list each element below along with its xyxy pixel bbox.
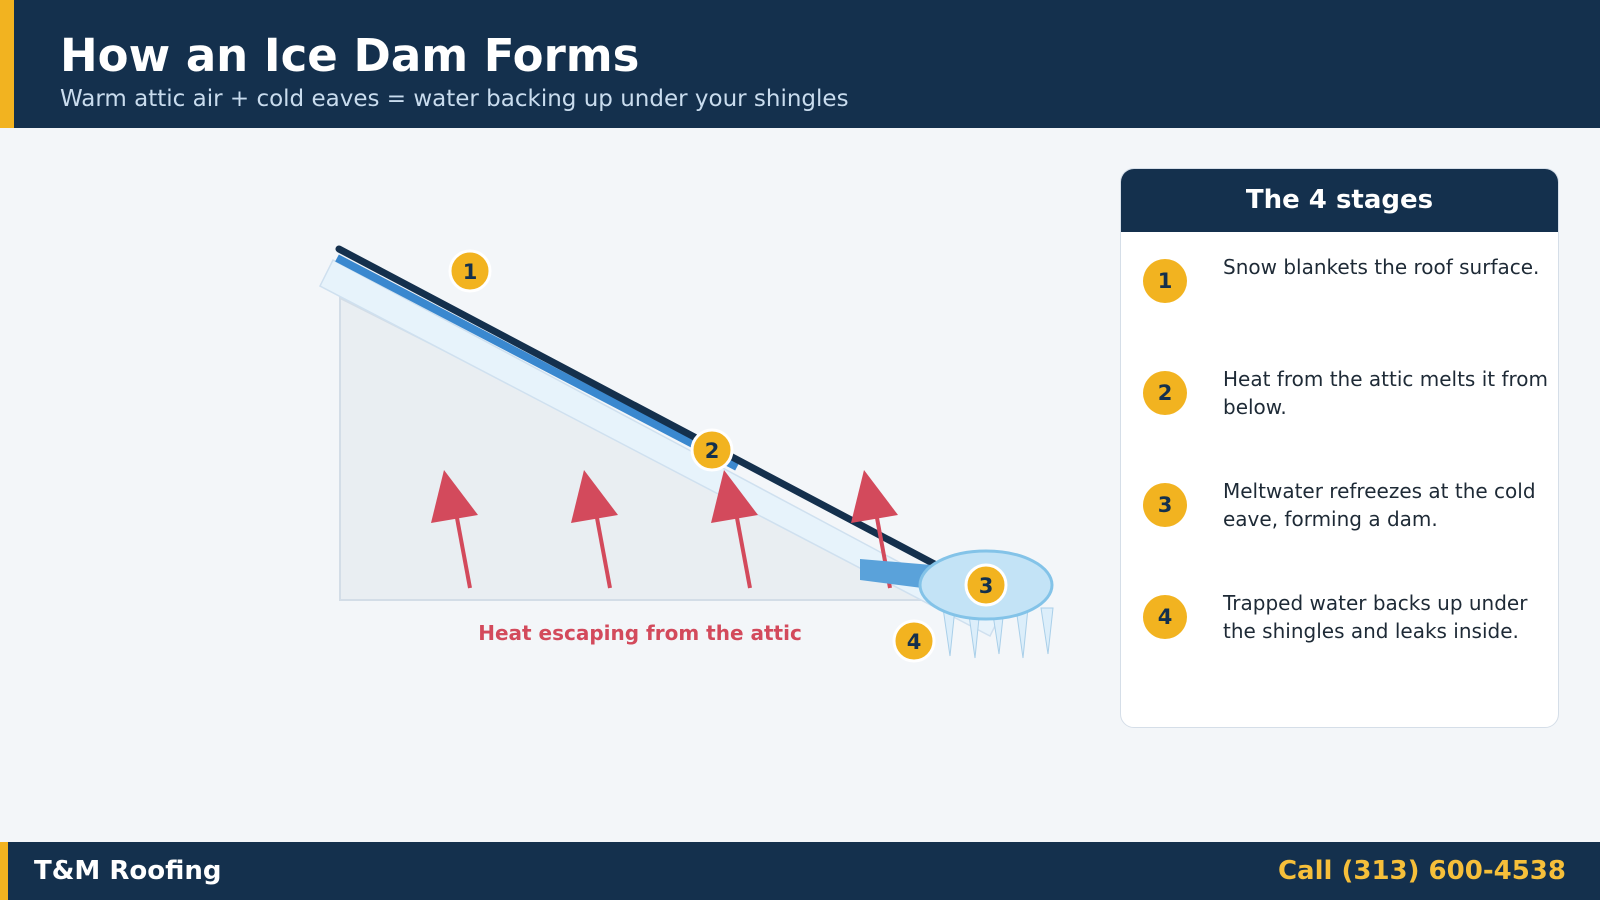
trapped-water: [860, 559, 932, 589]
svg-text:1: 1: [463, 260, 478, 284]
stage-badge: 1: [1143, 259, 1187, 303]
stages-panel: The 4 stages 1 Snow blankets the roof su…: [1120, 168, 1559, 728]
page-title: How an Ice Dam Forms: [60, 29, 640, 82]
stage-badge: 3: [1143, 483, 1187, 527]
stage-marker-3: 3: [964, 563, 1008, 607]
svg-text:4: 4: [907, 630, 922, 654]
header-banner: How an Ice Dam Forms Warm attic air + co…: [0, 0, 1600, 128]
stage-marker-1: 1: [448, 249, 492, 293]
svg-text:3: 3: [979, 574, 994, 598]
footer-bar: T&M Roofing Call (313) 600-4538: [0, 842, 1600, 900]
stage-badge: 2: [1143, 371, 1187, 415]
snow-layer: [318, 258, 1001, 638]
phone-call-link[interactable]: Call (313) 600-4538: [1277, 856, 1566, 886]
heat-arrow: [431, 470, 478, 589]
roof-deck: [335, 245, 944, 571]
heat-label: Heat escaping from the attic: [478, 621, 802, 645]
stage-marker-4: 4: [892, 619, 936, 663]
svg-text:2: 2: [705, 439, 720, 463]
footer-accent-bar: [0, 842, 8, 900]
stage-text: Trapped water backs up under the shingle…: [1223, 591, 1528, 643]
header-accent-bar: [0, 0, 14, 128]
page-subtitle: Warm attic air + cold eaves = water back…: [60, 86, 849, 112]
stage-text: Snow blankets the roof surface.: [1223, 255, 1540, 279]
stage-text: Heat from the attic melts it from below.: [1223, 367, 1548, 419]
stages-panel-title: The 4 stages: [1121, 169, 1558, 232]
heat-arrow: [571, 470, 618, 589]
ice-dam-diagram: Heat escaping from the attic 1 2 3 4: [318, 245, 1054, 663]
stage-marker-2: 2: [690, 428, 734, 472]
meltwater-band: [335, 254, 739, 471]
heat-arrow: [711, 470, 758, 589]
company-name: T&M Roofing: [34, 856, 222, 886]
stage-text: Meltwater refreezes at the cold eave, fo…: [1223, 479, 1536, 531]
stage-badge: 4: [1143, 595, 1187, 639]
